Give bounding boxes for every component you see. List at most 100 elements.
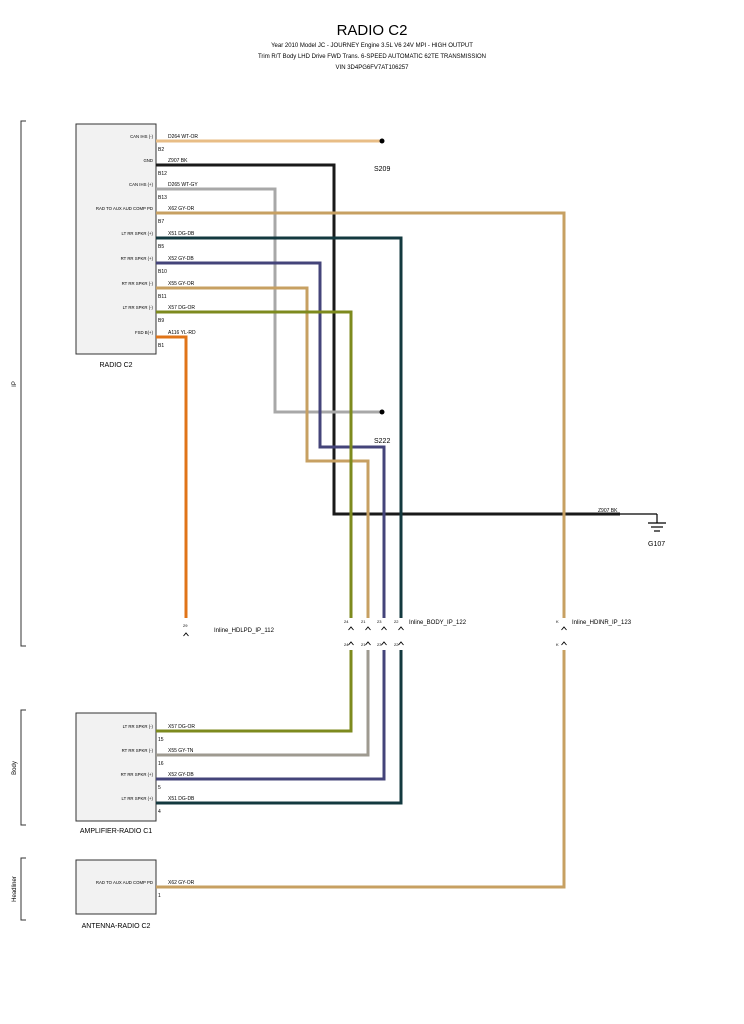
amplifier-wire-label: X51 DG-DB xyxy=(168,796,195,802)
inline-chevron-top xyxy=(348,626,354,631)
wire-x55-gy-or-ip xyxy=(156,286,370,618)
inline-hdlpd-pin: 29 xyxy=(183,623,188,628)
radio-wire-label: X51 DG-DB xyxy=(168,231,195,237)
splice-s209-dot xyxy=(379,138,385,144)
amplifier-wire-label: X52 GY-DB xyxy=(168,772,194,778)
zone-label-headliner: Headliner xyxy=(12,876,18,902)
inline-connector-chevrons xyxy=(183,626,567,646)
amplifier-radio-c1-box xyxy=(75,712,157,822)
amplifier-pin-number: 5 xyxy=(158,785,161,791)
zone-bracket-headliner xyxy=(20,857,26,921)
wire-z907-bk xyxy=(156,163,620,516)
radio-wire-label: X55 GY-OR xyxy=(168,281,195,287)
inline-chevron-top xyxy=(365,626,371,631)
vehicle-info-line-2: Trim R/T Body LHD Drive FWD Trans. 6-SPE… xyxy=(257,54,487,60)
ground-wire-label: Z907 BK xyxy=(598,508,618,514)
antenna-radio-c2-label: ANTENNA-RADIO C2 xyxy=(82,923,151,930)
radio-pin-number: B5 xyxy=(158,244,164,250)
inline-body-pin-top-2: 21 xyxy=(361,619,366,624)
radio-pin-number: B7 xyxy=(158,219,164,225)
radio-pin-function: LT RR SPKR (-) xyxy=(123,305,154,310)
radio-pin-function: CAN IHS (+) xyxy=(129,182,154,187)
inline-body-label: Inline_BODY_IP_122 xyxy=(409,620,467,626)
inline-body-pin-top-4: 22 xyxy=(394,619,399,624)
inline-hdinr-pin-top: K xyxy=(556,619,559,624)
ground-icon xyxy=(620,513,666,532)
splice-s222-label: S222 xyxy=(374,438,390,445)
zone-label-ip: IP xyxy=(12,381,18,387)
radio-pin-function: GND xyxy=(143,158,153,163)
inline-body-pin-bottom-1: 24 xyxy=(344,642,349,647)
amplifier-pin-function: RT RR SPKR (-) xyxy=(122,748,154,753)
radio-pin-function: RT RR SPKR (-) xyxy=(122,281,154,286)
splice-s222-dot xyxy=(379,409,385,415)
inline-chevron-bottom xyxy=(348,641,354,646)
inline-chevron-bottom xyxy=(381,641,387,646)
inline-body-pin-bottom-2: 21 xyxy=(361,642,366,647)
radio-pin-function: RAD TO AUX AUD COMP PD xyxy=(96,206,153,211)
radio-pin-number: B13 xyxy=(158,195,167,201)
amplifier-pin-number: 16 xyxy=(158,761,164,767)
wire-x57-dg-or-body xyxy=(156,650,353,733)
inline-body-pin-top-3: 23 xyxy=(377,619,382,624)
wire-x52-gy-db-ip xyxy=(156,261,386,618)
wire-x57-dg-or-ip xyxy=(156,310,353,618)
radio-wire-label: A116 YL-RD xyxy=(168,330,196,336)
zone-bracket-ip xyxy=(20,120,26,647)
ground-g107-label: G107 xyxy=(648,541,665,548)
inline-body-pin-top-1: 24 xyxy=(344,619,349,624)
radio-wire-label: D265 WT-GY xyxy=(168,182,198,188)
amplifier-pin-function: RT RR SPKR (+) xyxy=(121,772,154,777)
radio-pin-number: B12 xyxy=(158,171,167,177)
antenna-pin-number: 1 xyxy=(158,893,161,899)
wire-x51-dg-db-body xyxy=(156,650,403,805)
inline-chevron-top xyxy=(561,626,567,631)
radio-wire-label: X57 DG-OR xyxy=(168,305,195,311)
inline-hdlpd-label: Inline_HDLPD_IP_112 xyxy=(214,628,275,634)
zone-label-body: Body xyxy=(12,761,18,775)
wire-x55-gy-tn-body xyxy=(156,650,370,757)
amplifier-wire-label: X55 GY-TN xyxy=(168,748,194,754)
wire-x62-gy-or-ip xyxy=(156,211,566,618)
page-title: RADIO C2 xyxy=(336,22,408,39)
wire-x62-gy-or-headliner xyxy=(156,650,566,889)
vehicle-info-line-1: Year 2010 Model JC - JOURNEY Engine 3.5L… xyxy=(271,43,473,49)
radio-pin-function: RT RR SPKR (+) xyxy=(121,256,154,261)
antenna-radio-c2-box xyxy=(75,859,157,915)
inline-chevron-bottom xyxy=(398,641,404,646)
radio-wire-label: X62 GY-OR xyxy=(168,206,195,212)
radio-wire-label: Z907 BK xyxy=(168,158,188,164)
wire-d265-wt-gy xyxy=(156,187,382,414)
radio-pin-function: LT RR SPKR (+) xyxy=(122,231,154,236)
splice-s209-label: S209 xyxy=(374,166,390,173)
inline-hdlpd-chevron xyxy=(183,632,189,637)
antenna-wire-label: X62 GY-OR xyxy=(168,880,195,886)
inline-chevron-top xyxy=(398,626,404,631)
inline-body-pin-bottom-3: 23 xyxy=(377,642,382,647)
inline-body-pin-bottom-4: 22 xyxy=(394,642,399,647)
radio-pin-number: B2 xyxy=(158,147,164,153)
radio-pin-number: B11 xyxy=(158,294,167,300)
amplifier-pin-function: LT RR SPKR (-) xyxy=(123,724,154,729)
radio-c2-label: RADIO C2 xyxy=(99,362,132,369)
radio-pin-number: B9 xyxy=(158,318,164,324)
inline-chevron-bottom xyxy=(561,641,567,646)
radio-pin-number: B1 xyxy=(158,343,164,349)
radio-pin-number: B10 xyxy=(158,269,167,275)
antenna-pin-function: RAD TO AUX AUD COMP PD xyxy=(96,880,153,885)
radio-wire-label: X52 GY-DB xyxy=(168,256,194,262)
radio-pin-function: FSD B(+) xyxy=(135,330,154,335)
wire-a116-yl-rd xyxy=(156,335,188,618)
inline-chevron-bottom xyxy=(365,641,371,646)
inline-chevron-top xyxy=(381,626,387,631)
amplifier-pin-function: LT RR SPKR (+) xyxy=(122,796,154,801)
wire-x51-dg-db-ip xyxy=(156,236,403,618)
amplifier-pin-number: 15 xyxy=(158,737,164,743)
inline-hdinr-label: Inline_HDINR_IP_123 xyxy=(572,620,632,626)
zone-bracket-body xyxy=(20,709,26,826)
vin-line: VIN 3D4PG6FV7AT106257 xyxy=(335,65,409,71)
radio-c2-box xyxy=(75,123,157,355)
inline-hdinr-pin-bottom: K xyxy=(556,642,559,647)
